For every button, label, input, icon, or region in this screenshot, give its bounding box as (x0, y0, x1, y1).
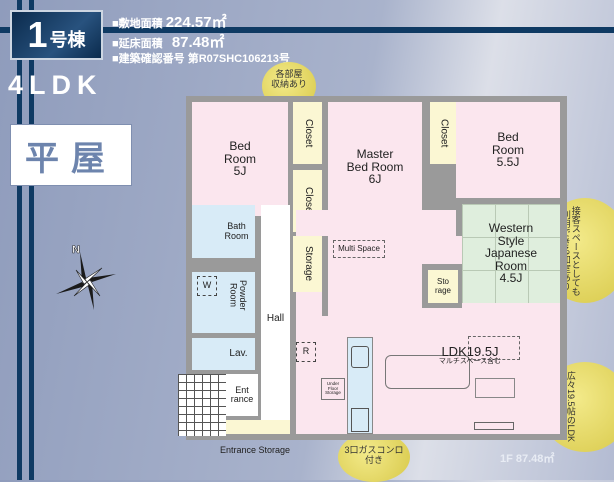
fridge: R (296, 342, 316, 362)
side-rule (29, 0, 34, 480)
sofa (468, 336, 520, 360)
gas-stove-icon (351, 408, 369, 432)
room-name: Bed Room (223, 139, 256, 166)
house-type: 平屋 (10, 124, 132, 186)
side-rule (17, 0, 22, 480)
permit: ■建築確認番号 第R07SHC106213号 (112, 50, 290, 66)
permit-value: 第R07SHC106213号 (187, 53, 290, 65)
floor-area-value: 87.48㎡ (171, 34, 225, 51)
storage-small: Sto rage (428, 270, 458, 303)
callout-gas-stove: 3口ガスコンロ 付き (338, 432, 410, 482)
washer-icon: W (197, 276, 217, 296)
room-name: Master Bed Room (346, 147, 404, 174)
kitchen-counter (347, 337, 373, 434)
powder-room: W Powder Room (192, 272, 255, 333)
coffee-table (475, 378, 515, 398)
room-size: 5.5J (496, 155, 520, 170)
room-size: 5J (233, 164, 247, 179)
room-size: 6J (368, 172, 382, 187)
bath-room: Bath Room (192, 205, 255, 258)
multi-space: Multi Space (333, 240, 385, 258)
under-floor-storage: Under Floor Storage (321, 378, 345, 400)
dining-table (385, 355, 470, 389)
entrance-storage-label: Entrance Storage (220, 445, 291, 455)
floor-label: 1F 87.48㎡ (500, 453, 555, 465)
ldk-name: LDK19.5J (441, 343, 499, 359)
site-area-label: ■敷地面積 (112, 18, 163, 30)
ldk-note: マルチスペース含む (438, 358, 502, 366)
entrance-storage (226, 420, 290, 434)
storage: Storage (293, 236, 322, 292)
closet: Closet (293, 102, 322, 164)
room-name: Bed Room (491, 130, 524, 157)
building-number: 1 (27, 14, 48, 55)
lavatory: Lav. (192, 338, 255, 370)
hall: Hall (261, 205, 290, 434)
room-size: 4.5J (499, 271, 523, 286)
building-suffix: 号棟 (49, 30, 86, 50)
corridor (296, 210, 456, 236)
permit-label: ■建築確認番号 (112, 53, 185, 65)
building-badge: 1 号棟 (10, 10, 103, 60)
layout-type: 4LDK (8, 70, 103, 100)
tv-stand (474, 422, 514, 430)
compass-rose-icon (56, 252, 116, 310)
compass-north-label: N (72, 244, 80, 257)
floor-area: ■延床面積 87.48㎡ (112, 31, 224, 52)
closet-label: Closet (302, 186, 314, 216)
compass: N (56, 244, 120, 314)
site-area: ■敷地面積 224.57㎡ (112, 11, 227, 32)
wall (322, 236, 328, 316)
callout-spacious-ldk-text: 広々19.5帖のLDK (565, 371, 576, 443)
floor-area-label: ■延床面積 (112, 38, 163, 50)
header-rule (0, 27, 614, 33)
entrance: Ent rance (226, 374, 258, 416)
sink-icon (351, 346, 369, 368)
entrance-tiles (178, 374, 226, 436)
site-area-value: 224.57㎡ (165, 14, 227, 31)
closet-label: Closet (302, 118, 314, 148)
room-name: Western Style Japanese Room (484, 221, 538, 273)
storage-label: Storage (302, 246, 314, 282)
powder-room-label: Powder Room (228, 280, 248, 311)
